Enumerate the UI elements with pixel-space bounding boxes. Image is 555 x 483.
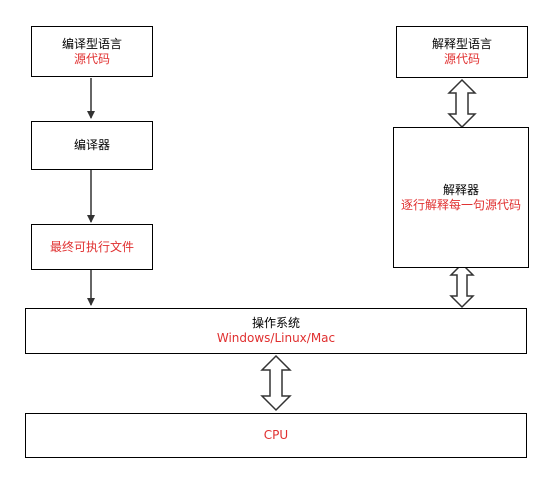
cpu-box: CPU xyxy=(25,413,527,458)
interpreter-box: 解释器 逐行解释每一句源代码 xyxy=(393,127,529,268)
executable-box: 最终可执行文件 xyxy=(31,224,153,270)
operating-system-box: 操作系统 Windows/Linux/Mac xyxy=(25,308,527,354)
compiled-language-source: 源代码 xyxy=(73,51,110,66)
operating-system-title: 操作系统 xyxy=(251,316,300,330)
double-arrow-interpreted-to-interpreter xyxy=(447,78,477,129)
compiled-language-title: 编译型语言 xyxy=(61,36,122,51)
compiler-title: 编译器 xyxy=(73,138,110,152)
interpreted-language-box: 解释型语言 源代码 xyxy=(396,26,528,78)
double-arrow-os-to-cpu xyxy=(260,354,292,412)
executable-title: 最终可执行文件 xyxy=(49,239,134,254)
interpreter-description: 逐行解释每一句源代码 xyxy=(401,197,522,212)
interpreted-language-title: 解释型语言 xyxy=(431,37,492,51)
operating-system-list: Windows/Linux/Mac xyxy=(216,331,336,345)
cpu-title: CPU xyxy=(263,428,289,442)
interpreted-language-source: 源代码 xyxy=(443,52,480,66)
double-arrow-interpreter-to-os xyxy=(449,262,475,309)
compiler-box: 编译器 xyxy=(31,121,153,170)
compiled-language-box: 编译型语言 源代码 xyxy=(31,26,153,77)
interpreter-title: 解释器 xyxy=(442,182,479,197)
